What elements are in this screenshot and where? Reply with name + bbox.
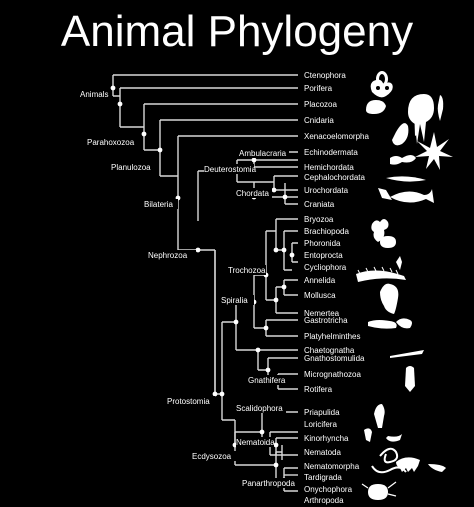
taxon-label: Arthropoda	[304, 496, 344, 505]
brachiopod-silhouette	[380, 236, 396, 248]
clade-trochozoa: Trochozoa	[228, 266, 266, 275]
taxon-label: Urochordata	[304, 186, 349, 195]
sea-squirt-silhouette	[378, 188, 392, 200]
taxon-label: Porifera	[304, 84, 333, 93]
clade-ecdysozoa: Ecdysozoa	[192, 452, 232, 461]
taxon-label: Craniata	[304, 200, 335, 209]
fish-silhouette	[390, 189, 434, 203]
jellyfish-silhouette	[408, 94, 444, 144]
taxon-label: Nematomorpha	[304, 462, 360, 471]
taxon-label: Xenacoelomorpha	[304, 132, 369, 141]
clade-panarthropoda: Panarthropoda	[242, 479, 295, 488]
taxon-label: Kinorhyncha	[304, 434, 349, 443]
gastrotrich-silhouette	[368, 320, 397, 329]
clade-bilateria: Bilateria	[144, 200, 173, 209]
sponge-silhouette	[370, 79, 393, 98]
clade-scalidophora: Scalidophora	[236, 404, 283, 413]
placozoan-silhouette	[366, 100, 386, 114]
clade-chordata: Chordata	[236, 189, 269, 198]
mollusc-silhouette	[380, 283, 399, 314]
rotifer-silhouette	[405, 366, 415, 392]
taxon-label: Nemertea	[304, 309, 340, 318]
taxon-label: Bryozoa	[304, 215, 334, 224]
page-title: Animal Phylogeny	[60, 7, 414, 56]
taxon-label: Cnidaria	[304, 116, 334, 125]
entoproct-silhouette	[396, 256, 402, 270]
acorn-worm-silhouette	[390, 155, 416, 165]
clade-planulozoa: Planulozoa	[111, 163, 151, 172]
flatworm-silhouette	[396, 318, 412, 329]
taxon-label: Annelida	[304, 276, 336, 285]
clade-labels: Animals Parahoxozoa Planulozoa Bilateria…	[80, 89, 295, 488]
taxon-label: Loricifera	[304, 420, 337, 429]
taxon-label: Gnathostomulida	[304, 354, 365, 363]
arthropod-silhouette	[361, 481, 397, 500]
taxon-label: Micrognathozoa	[304, 370, 361, 379]
sea-star-silhouette	[415, 132, 453, 170]
taxon-label: Placozoa	[304, 100, 337, 109]
bryozoan-silhouette	[371, 219, 389, 242]
priapulid-silhouette	[374, 404, 385, 428]
tree-branches	[112, 74, 298, 492]
taxon-label: Tardigrada	[304, 473, 342, 482]
taxon-label: Nematoda	[304, 448, 341, 457]
taxon-label: Echinodermata	[304, 148, 358, 157]
taxon-label: Priapulida	[304, 408, 340, 417]
lancelet-silhouette	[386, 176, 426, 182]
clade-parahoxozoa: Parahoxozoa	[87, 138, 135, 147]
taxon-label: Chaetognatha	[304, 346, 355, 355]
taxon-label: Platyhelminthes	[304, 332, 360, 341]
taxon-label: Brachiopoda	[304, 227, 349, 236]
clade-nephrozoa: Nephrozoa	[148, 251, 188, 260]
taxon-label: Entoprocta	[304, 251, 343, 260]
clade-ambulacraria: Ambulacraria	[239, 149, 287, 158]
taxon-label: Gastrotricha	[304, 316, 348, 325]
taxon-label: Ctenophora	[304, 71, 346, 80]
taxon-label: Rotifera	[304, 385, 333, 394]
taxon-label: Hemichordata	[304, 163, 354, 172]
clade-protostomia: Protostomia	[167, 397, 210, 406]
clade-nematoida: Nematoida	[236, 438, 275, 447]
taxon-label: Phoronida	[304, 239, 341, 248]
clade-spiralia: Spiralia	[221, 296, 248, 305]
kinorhynch-silhouette	[386, 434, 402, 442]
taxon-label: Mollusca	[304, 291, 336, 300]
taxon-labels: Ctenophora Porifera Placozoa Cnidaria Xe…	[304, 71, 369, 505]
clade-deuterostomia: Deuterostomia	[204, 165, 257, 174]
tardigrade-silhouette	[396, 457, 420, 472]
clade-animals: Animals	[80, 90, 108, 99]
taxon-label: Onychophora	[304, 485, 353, 494]
nematode-silhouette	[379, 447, 399, 464]
taxon-label: Cycliophora	[304, 263, 347, 272]
velvet-worm-silhouette	[428, 464, 446, 472]
silhouettes	[356, 71, 453, 500]
clade-gnathifera: Gnathifera	[248, 376, 286, 385]
taxon-label: Cephalochordata	[304, 173, 365, 182]
loriciferan-silhouette	[364, 428, 372, 442]
acoel-worm-silhouette	[392, 104, 418, 146]
annelid-silhouette	[356, 266, 406, 282]
arrow-worm-silhouette	[390, 350, 424, 358]
